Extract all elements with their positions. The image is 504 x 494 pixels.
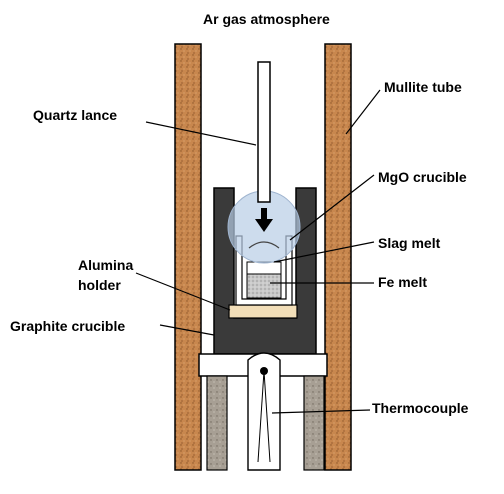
- alumina-holder: [228, 304, 298, 319]
- fe-melt: [246, 273, 282, 299]
- quartz-lance: [257, 61, 271, 203]
- label-alumina-holder-line1: Alumina: [78, 257, 133, 273]
- label-fe-melt: Fe melt: [378, 274, 427, 290]
- mullite-tube-right-wall: [324, 43, 352, 471]
- thermocouple-sheath: [247, 352, 281, 471]
- thermocouple-wire-right: [263, 370, 271, 463]
- lower-support-right: [303, 375, 325, 471]
- thermocouple-wire-left: [257, 370, 265, 463]
- slag-melt: [246, 261, 282, 275]
- mullite-tube-left-wall: [174, 43, 202, 471]
- label-mullite-tube: Mullite tube: [384, 79, 462, 95]
- leader-quartz-lance: [145, 121, 257, 146]
- bubble-meniscus: [248, 241, 280, 249]
- label-slag-melt: Slag melt: [378, 235, 441, 251]
- label-quartz-lance: Quartz lance: [33, 107, 117, 123]
- flow-arrow-head: [255, 219, 273, 232]
- label-thermocouple: Thermocouple: [372, 400, 469, 416]
- label-mgo-crucible: MgO crucible: [378, 169, 467, 185]
- leader-graphite-crucible: [159, 324, 215, 336]
- label-graphite-crucible: Graphite crucible: [10, 318, 125, 334]
- leader-thermocouple: [271, 409, 371, 414]
- title-label: Ar gas atmosphere: [203, 11, 330, 27]
- leader-mullite-tube: [345, 89, 381, 135]
- flow-arrow-shaft: [261, 208, 267, 220]
- lower-support-left: [206, 375, 228, 471]
- leader-alumina-holder: [135, 272, 231, 311]
- label-alumina-holder-line2: holder: [78, 277, 121, 293]
- leader-slag-melt: [273, 241, 375, 263]
- leader-mgo-crucible: [289, 174, 375, 241]
